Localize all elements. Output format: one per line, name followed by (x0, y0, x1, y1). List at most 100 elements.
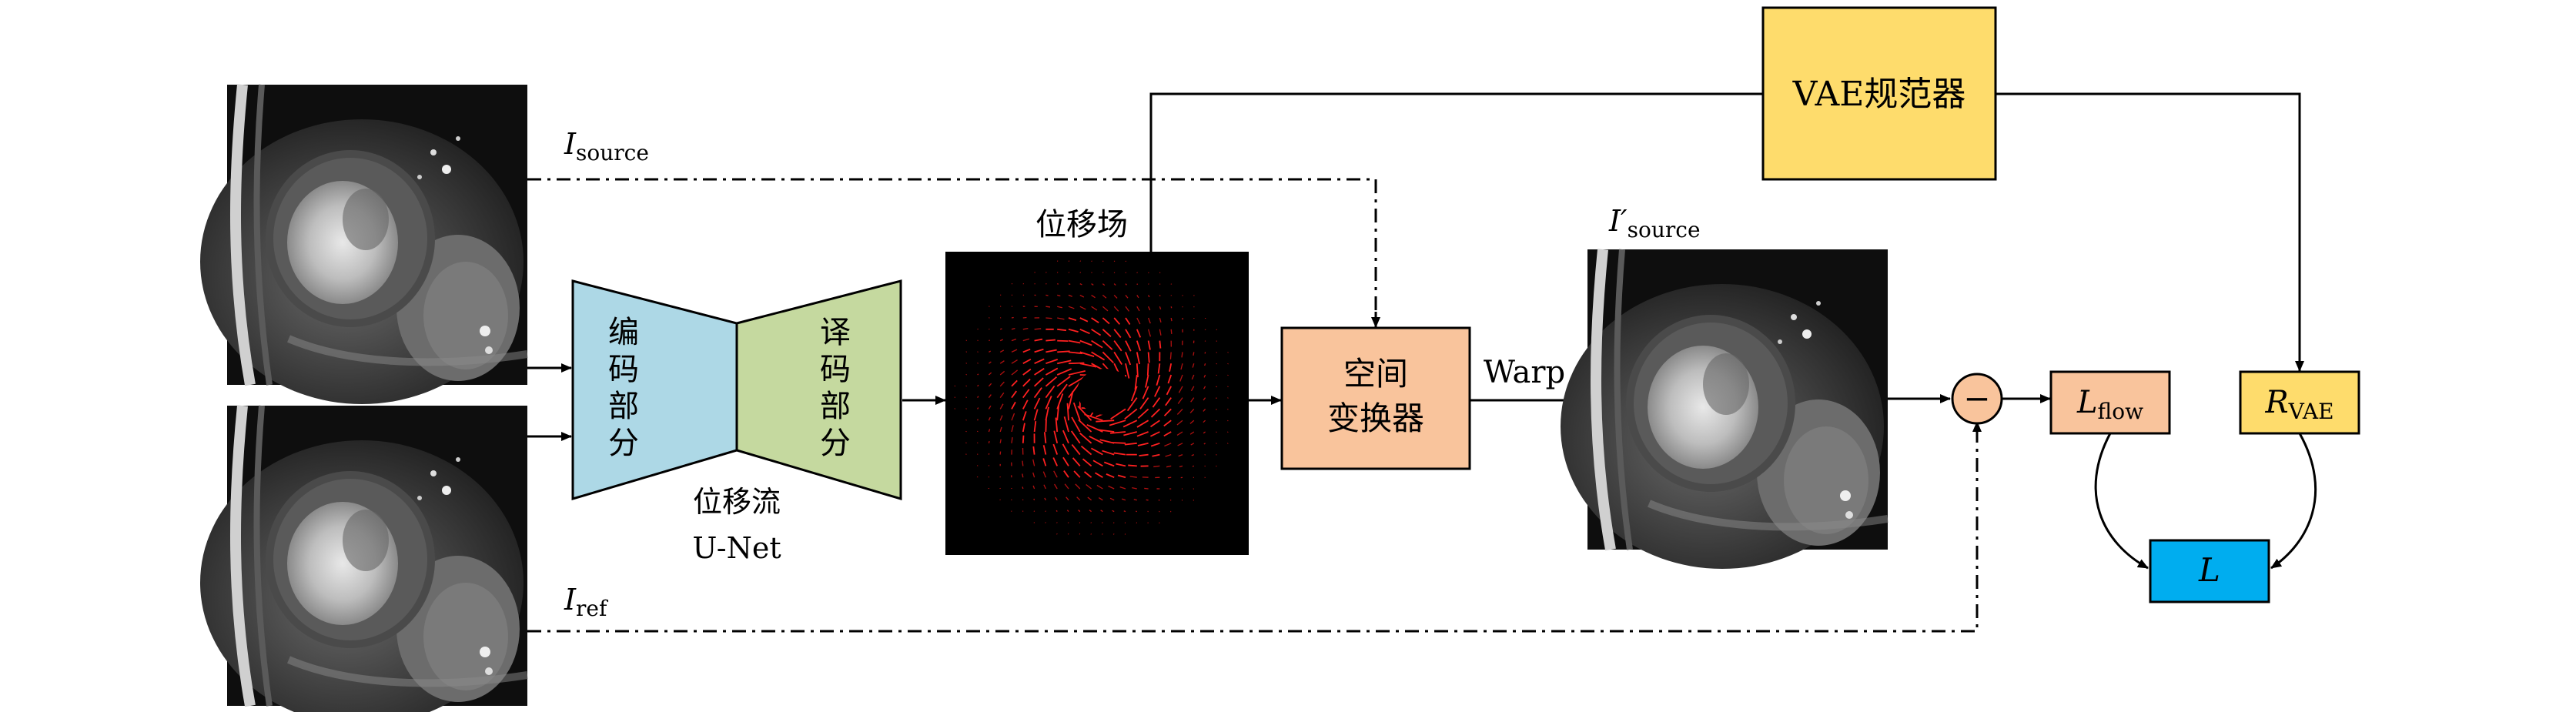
vector-arrow (1033, 409, 1039, 421)
vector-arrow (1191, 454, 1195, 456)
vector-arrow (1045, 359, 1059, 365)
decoder-label-char: 分 (820, 426, 851, 461)
vector-arrow (1091, 294, 1096, 299)
vector-arrow (1203, 408, 1206, 412)
vector-arrow (1216, 386, 1217, 388)
vector-arrow (1152, 397, 1161, 408)
vector-arrow (1203, 386, 1206, 389)
vector-arrow (1079, 317, 1089, 323)
vector-arrow (1079, 306, 1086, 310)
vector-arrow (1146, 363, 1149, 376)
decoder-label-char: 码 (820, 352, 851, 387)
vector-arrow (1136, 363, 1139, 378)
vector-arrow (1057, 350, 1070, 353)
vector-arrow (999, 360, 1005, 364)
vector-arrow (1068, 294, 1072, 297)
vector-arrow (1227, 386, 1229, 387)
vector-arrow (1165, 397, 1172, 406)
vector-arrow (1164, 443, 1172, 447)
vector-arrow (1057, 339, 1069, 343)
vector-arrow (1068, 306, 1075, 309)
vector-arrow (1011, 390, 1017, 399)
vector-arrow (1102, 351, 1114, 363)
vector-arrow (1125, 317, 1131, 325)
vector-arrow (1056, 405, 1060, 421)
vector-arrow (1150, 408, 1161, 418)
vector-arrow (1011, 359, 1018, 364)
vector-arrow (965, 339, 967, 342)
vector-arrow (1136, 272, 1138, 273)
vector-arrow (1067, 533, 1069, 535)
vector-arrow (1150, 420, 1160, 428)
vector-arrow (1139, 453, 1149, 456)
vector-arrow (1045, 349, 1057, 353)
vector-arrow (1096, 484, 1103, 490)
vector-arrow (1203, 397, 1206, 401)
vector-arrow (1102, 294, 1107, 299)
displacement-vectors (954, 260, 1229, 535)
vector-arrow (1179, 374, 1183, 382)
vae-label: VAE规范器 (1792, 75, 1966, 114)
vector-arrow (1055, 510, 1058, 512)
vector-arrow (1204, 363, 1206, 366)
vector-arrow (1071, 443, 1081, 456)
vector-arrow (965, 351, 967, 353)
vector-arrow (1033, 421, 1037, 433)
vector-arrow (1045, 306, 1051, 308)
vector-arrow (989, 361, 992, 364)
vector-arrow (1145, 374, 1149, 388)
vector-arrow (1070, 430, 1081, 444)
vector-arrow (1044, 497, 1046, 501)
vector-arrow (1043, 432, 1047, 443)
vector-arrow (1102, 450, 1115, 456)
vector-arrow (1034, 348, 1044, 353)
decoder-label-char: 译 (820, 315, 851, 350)
vector-arrow (1150, 431, 1160, 437)
vector-arrow (1178, 453, 1183, 457)
vector-arrow (1103, 461, 1115, 467)
vector-arrow (1079, 351, 1095, 357)
vector-arrow (1099, 439, 1115, 444)
vector-arrow (1102, 317, 1110, 325)
vector-arrow (1137, 442, 1149, 446)
vector-arrow (1022, 358, 1032, 364)
vector-arrow (1137, 408, 1149, 420)
vector-arrow (1102, 260, 1104, 262)
vector-arrow (1227, 443, 1229, 444)
vector-arrow (1068, 328, 1079, 333)
vector-arrow (1159, 329, 1162, 336)
vector-arrow (1119, 486, 1126, 490)
vector-arrow (1057, 359, 1072, 365)
vector-arrow (1110, 431, 1126, 434)
total-loss-label: L (2198, 551, 2220, 589)
vector-arrow (1180, 363, 1183, 370)
minus-symbol: − (1963, 379, 1990, 417)
vector-arrow (1042, 445, 1047, 455)
vector-arrow (1064, 483, 1069, 490)
vector-arrow (1053, 470, 1058, 478)
vector-arrow (1056, 383, 1068, 399)
vector-arrow (1068, 351, 1083, 355)
vector-arrow (1216, 420, 1217, 422)
vector-arrow (1076, 496, 1081, 501)
vector-arrow (1055, 417, 1059, 433)
vector-arrow (1136, 329, 1142, 338)
displacement-label: 位移场 (1035, 207, 1128, 242)
vector-arrow (1057, 328, 1067, 332)
vector-arrow (1034, 358, 1045, 365)
vector-arrow (1166, 386, 1173, 396)
vector-arrow (1112, 510, 1115, 513)
vector-arrow (977, 384, 979, 387)
vector-arrow (1075, 483, 1081, 490)
vector-arrow (1102, 306, 1109, 312)
vector-arrow (1227, 431, 1229, 433)
vector-arrow (1079, 294, 1085, 298)
vector-arrow (988, 372, 992, 376)
vector-arrow (1097, 429, 1115, 433)
vector-arrow (1128, 464, 1137, 467)
vector-arrow (1089, 436, 1103, 444)
vector-arrow (1176, 431, 1183, 436)
vector-arrow (1063, 416, 1069, 433)
vector-arrow (1063, 470, 1069, 478)
vector-arrow (1068, 369, 1086, 376)
